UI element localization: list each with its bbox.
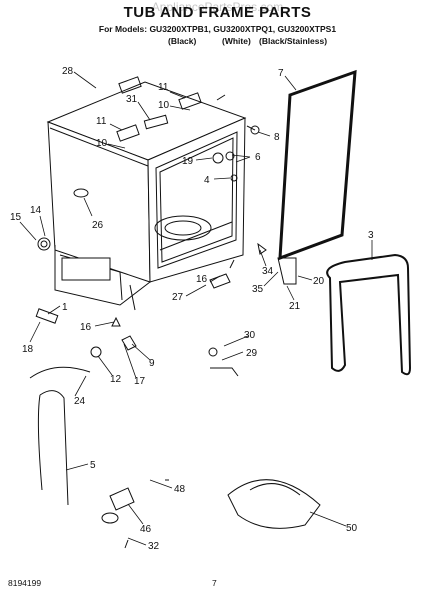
color-black: (Black) bbox=[168, 36, 197, 46]
callout-48: 48 bbox=[174, 484, 186, 495]
callout-10: 10 bbox=[158, 100, 170, 111]
callout-7: 7 bbox=[278, 68, 284, 79]
callout-16: 16 bbox=[196, 274, 208, 285]
callout-16b: 16 bbox=[80, 322, 92, 333]
callout-1: 1 bbox=[62, 302, 68, 313]
callout-9: 9 bbox=[149, 358, 155, 369]
callout-17: 17 bbox=[134, 376, 146, 387]
color-white: (White) bbox=[222, 36, 251, 46]
callout-24: 24 bbox=[74, 396, 86, 407]
door-seal bbox=[278, 69, 357, 261]
callouts: 28 7 11 10 31 11 10 8 6 19 4 15 14 26 3 … bbox=[10, 66, 374, 552]
callout-3: 3 bbox=[368, 230, 374, 241]
callout-27: 27 bbox=[172, 292, 184, 303]
callout-26: 26 bbox=[92, 220, 104, 231]
callout-30: 30 bbox=[244, 330, 256, 341]
model-list: For Models: GU3200XTPB1, GU3200XTPQ1, GU… bbox=[98, 24, 337, 34]
callout-5: 5 bbox=[90, 460, 96, 471]
callout-11b: 11 bbox=[96, 116, 107, 127]
small-parts bbox=[29, 94, 321, 549]
callout-10b: 10 bbox=[96, 138, 108, 149]
callout-4: 4 bbox=[204, 175, 210, 186]
callout-28: 28 bbox=[62, 66, 74, 77]
callout-32: 32 bbox=[148, 541, 160, 552]
leader-lines bbox=[19, 71, 373, 546]
callout-50: 50 bbox=[346, 523, 358, 534]
tub-assembly bbox=[46, 76, 247, 311]
color-black-stainless: (Black/Stainless) bbox=[259, 36, 328, 46]
callout-14: 14 bbox=[30, 205, 42, 216]
diagram-title: TUB AND FRAME PARTS bbox=[123, 4, 312, 21]
callout-35: 35 bbox=[252, 284, 264, 295]
callout-11: 11 bbox=[158, 82, 169, 93]
callout-46: 46 bbox=[140, 524, 152, 535]
page-number: 7 bbox=[212, 578, 217, 588]
callout-18: 18 bbox=[22, 344, 34, 355]
callout-6: 6 bbox=[255, 152, 261, 163]
callout-20: 20 bbox=[313, 276, 325, 287]
callout-34: 34 bbox=[262, 266, 274, 277]
callout-15: 15 bbox=[10, 212, 22, 223]
model-colors: (Black) (White) (Black/Stainless) bbox=[0, 36, 435, 48]
callout-12: 12 bbox=[110, 374, 122, 385]
callout-31: 31 bbox=[126, 94, 138, 105]
callout-29: 29 bbox=[246, 348, 258, 359]
callout-21: 21 bbox=[289, 301, 301, 312]
watermark: AppliancePartsPros.com bbox=[151, 0, 284, 14]
document-number: 8194199 bbox=[8, 578, 42, 588]
tub-gasket bbox=[326, 253, 412, 376]
callout-19: 19 bbox=[182, 156, 194, 167]
callout-8: 8 bbox=[274, 132, 280, 143]
